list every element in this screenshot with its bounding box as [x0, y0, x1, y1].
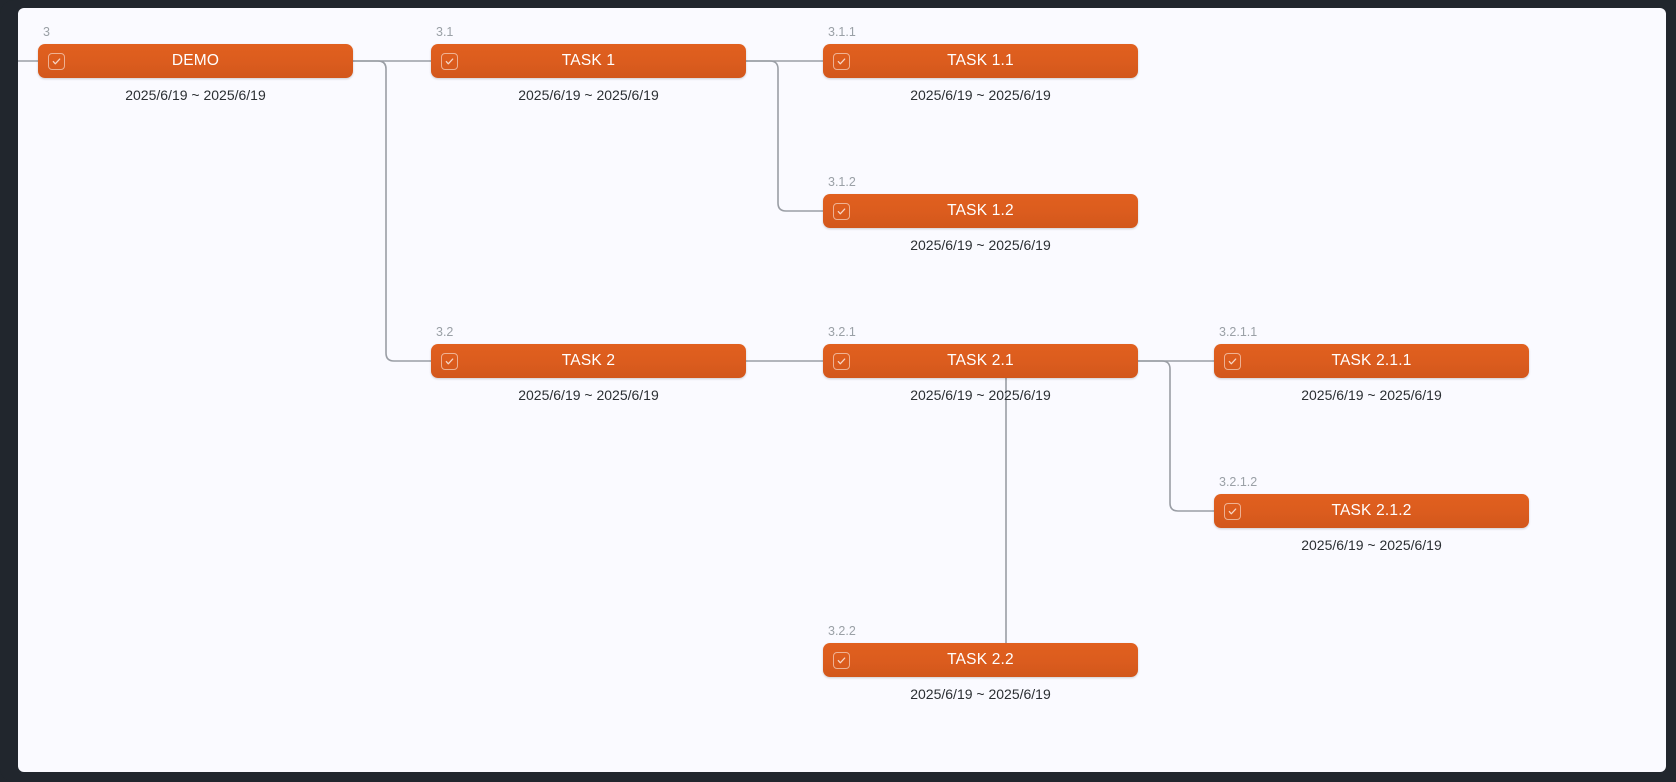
edge-connector [353, 60, 431, 362]
checkbox-check-icon[interactable] [833, 651, 850, 669]
edge-connector [823, 360, 1138, 661]
tree-node[interactable]: DEMO [38, 44, 353, 78]
checkbox-check-icon[interactable] [833, 202, 850, 220]
checkbox-check-icon[interactable] [833, 352, 850, 370]
node-date-range: 2025/6/19 ~ 2025/6/19 [1301, 537, 1442, 553]
node-title: TASK 2.1.1 [1331, 352, 1412, 369]
checkbox-check-icon[interactable] [441, 352, 458, 370]
tree-node[interactable]: TASK 1.2 [823, 194, 1138, 228]
node-title: TASK 2.1 [947, 352, 1014, 369]
node-date-range: 2025/6/19 ~ 2025/6/19 [910, 237, 1051, 253]
node-code: 3.1 [436, 25, 454, 39]
node-date-range: 2025/6/19 ~ 2025/6/19 [518, 87, 659, 103]
node-date-range: 2025/6/19 ~ 2025/6/19 [125, 87, 266, 103]
node-title: TASK 2 [561, 352, 616, 369]
tree-node[interactable]: TASK 2.1.1 [1214, 344, 1529, 378]
tree-node[interactable]: TASK 2.1.2 [1214, 494, 1529, 528]
node-title: TASK 1.1 [947, 52, 1014, 69]
node-title: DEMO [171, 52, 220, 69]
checkbox-check-icon[interactable] [1224, 352, 1241, 370]
node-date-range: 2025/6/19 ~ 2025/6/19 [1301, 387, 1442, 403]
tree-node[interactable]: TASK 1 [431, 44, 746, 78]
node-date-range: 2025/6/19 ~ 2025/6/19 [910, 87, 1051, 103]
checkbox-check-icon[interactable] [1224, 502, 1241, 520]
node-date-range: 2025/6/19 ~ 2025/6/19 [910, 686, 1051, 702]
checkbox-check-icon[interactable] [833, 52, 850, 70]
node-title: TASK 1.2 [947, 202, 1014, 219]
node-code: 3.1.1 [828, 25, 856, 39]
tree-node[interactable]: TASK 2 [431, 344, 746, 378]
tree-node[interactable]: TASK 2.1 [823, 344, 1138, 378]
checkbox-check-icon[interactable] [48, 52, 65, 70]
node-code: 3.2.1 [828, 325, 856, 339]
node-date-range: 2025/6/19 ~ 2025/6/19 [518, 387, 659, 403]
checkbox-check-icon[interactable] [441, 52, 458, 70]
node-code: 3.2.1.2 [1219, 475, 1258, 489]
node-title: TASK 2.2 [947, 651, 1014, 668]
node-code: 3.2.1.1 [1219, 325, 1258, 339]
node-title: TASK 2.1.2 [1331, 502, 1412, 519]
tree-node[interactable]: TASK 1.1 [823, 44, 1138, 78]
node-code: 3.2 [436, 325, 454, 339]
node-title: TASK 1 [561, 52, 616, 69]
node-date-range: 2025/6/19 ~ 2025/6/19 [910, 387, 1051, 403]
node-code: 3.1.2 [828, 175, 856, 189]
edge-connector [1138, 360, 1214, 512]
edge-connector [746, 60, 823, 212]
node-code: 3.2.2 [828, 624, 856, 638]
node-code: 3 [43, 25, 50, 39]
tree-node[interactable]: TASK 2.2 [823, 643, 1138, 677]
